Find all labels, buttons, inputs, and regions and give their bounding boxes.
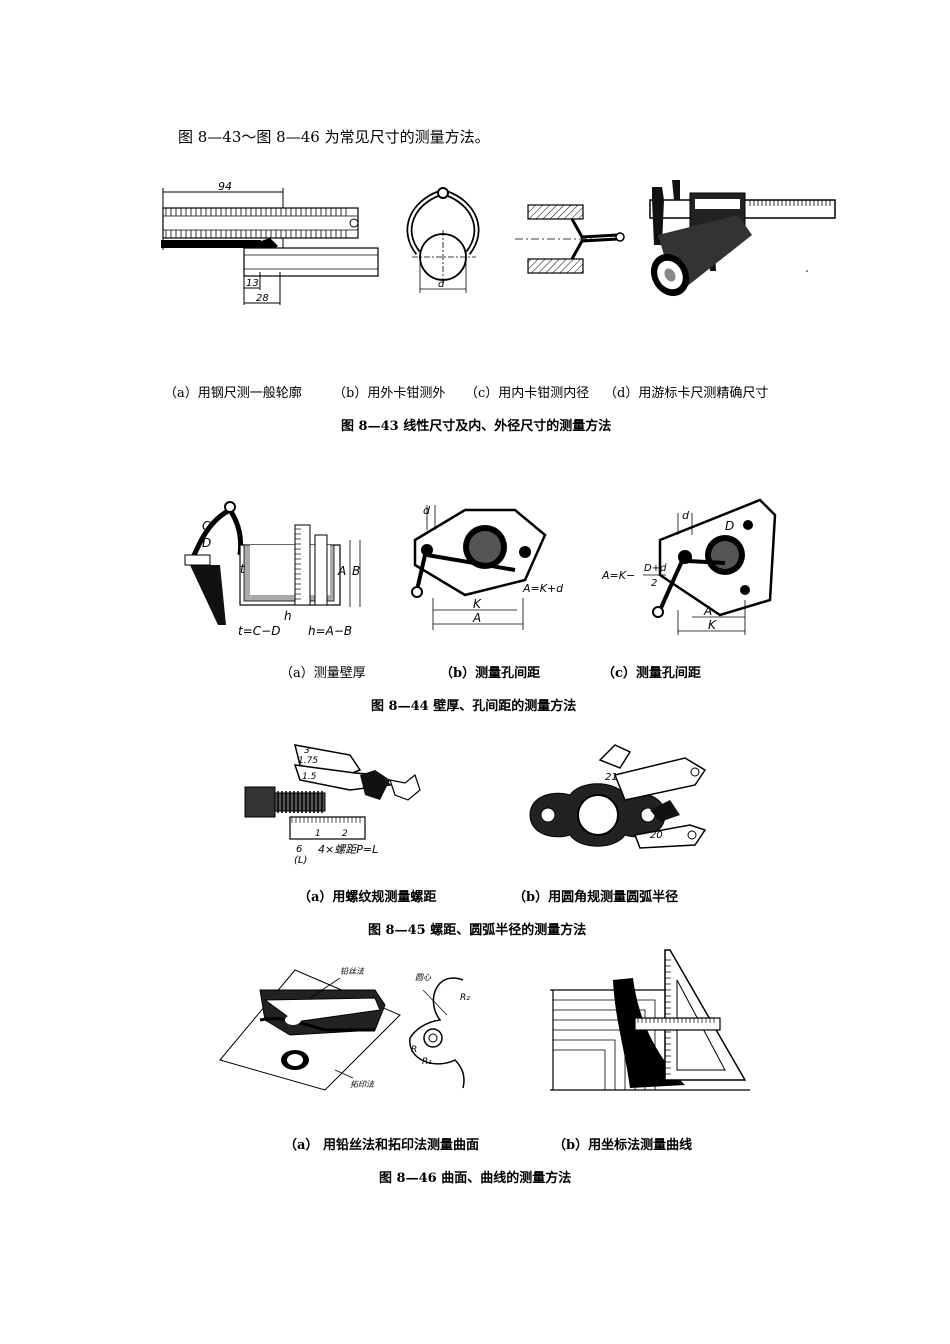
- fig46a-label-R: R: [411, 1045, 417, 1055]
- fig44a-label-h: h: [284, 609, 292, 623]
- fig46-caption: 图 8—46 曲面、曲线的测量方法: [379, 1171, 572, 1186]
- fig45a-label-1: 1: [315, 829, 321, 839]
- fig43a-dim-13: 13: [246, 278, 259, 289]
- fig46-sub-b: （b）用坐标法测量曲线: [553, 1138, 693, 1153]
- fig44c-label-K: K: [708, 618, 717, 632]
- fig45-caption: 图 8—45 螺距、圆弧半径的测量方法: [368, 923, 587, 938]
- fig44c-formula-num: D+d: [644, 563, 667, 574]
- fig44a-label-C: C: [202, 519, 211, 533]
- fig44-sub-b: （b）测量孔间距: [440, 666, 541, 681]
- fig45a-label-15: 1.5: [302, 772, 317, 782]
- fig44c-label-d: d: [682, 509, 690, 522]
- fig46a-lead-wire-rubbing-drawing: 铅丝法 拓印法 圆心 R₂ R R₁: [219, 967, 470, 1091]
- fig43c-inside-caliper-drawing: [515, 204, 625, 274]
- fig44b-label-K: K: [473, 597, 482, 611]
- fig43b-outside-caliper-drawing: d: [406, 187, 480, 293]
- fig44c-hole-distance-drawing: d D A K A=K− D+d 2: [601, 498, 777, 635]
- fig46a-label-tuoyin: 拓印法: [350, 1080, 375, 1089]
- fig45a-label-175: 1.75: [298, 756, 318, 766]
- fig46b-coordinate-method-drawing: [550, 949, 750, 1091]
- fig44b-label-d: d: [423, 504, 431, 517]
- fig45a-thread-gauge-drawing: 3 1.75 1.5 1 2 6 (L) 4×螺距P=L: [244, 744, 421, 866]
- fig43-sub-b: （b）用外卡钳测外: [333, 386, 446, 401]
- fig44c-formula-left: A=K−: [601, 569, 635, 582]
- fig46a-label-yuanxin: 圆心: [415, 973, 432, 982]
- fig43-caption: 图 8—43 线性尺寸及内、外径尺寸的测量方法: [341, 419, 612, 434]
- fig44c-label-D: D: [725, 519, 734, 533]
- fig45-sub-b: （b）用圆角规测量圆弧半径: [513, 890, 679, 905]
- fig44c-label-A: A: [703, 604, 712, 618]
- fig43-sub-c: （c）用内卡钳测内径: [465, 386, 590, 401]
- fig44-caption: 图 8—44 壁厚、孔间距的测量方法: [371, 699, 577, 714]
- fig44-sub-a: （a）测量壁厚: [280, 666, 366, 681]
- fig46a-label-R1: R₁: [422, 1057, 432, 1067]
- fig44b-hole-distance-drawing: d K A A=K+d: [411, 504, 564, 630]
- fig44-sub-c: （c）测量孔间距: [602, 666, 701, 681]
- fig44a-formula-h: h=A−B: [308, 624, 352, 638]
- fig43a-dim-28: 28: [256, 293, 269, 304]
- fig44b-label-A: A: [472, 611, 481, 625]
- fig45a-formula: 4×螺距P=L: [318, 843, 378, 856]
- fig43-sub-d: （d）用游标卡尺测精确尺寸: [604, 386, 769, 401]
- fig46a-label-R2: R₂: [460, 993, 470, 1003]
- fig46-sub-a: （a） 用铅丝法和拓印法测量曲面: [284, 1138, 479, 1153]
- fig43a-ruler-drawing: 94 13 28: [161, 180, 379, 305]
- fig44a-label-B: B: [352, 564, 360, 578]
- fig43-sub-a: （a）用钢尺测一般轮廓: [164, 386, 302, 401]
- fig45b-label-21: 21: [605, 772, 618, 783]
- fig44a-label-D: D: [202, 536, 211, 550]
- fig45-sub-a: （a）用螺纹规测量螺距: [298, 890, 437, 905]
- fig44a-label-A: A: [337, 564, 346, 578]
- intro-text: 图 8—43～图 8—46 为常见尺寸的测量方法。: [178, 128, 490, 146]
- fig45b-radius-gauge-drawing: 21 20: [529, 744, 707, 849]
- fig44a-formula-t: t=C−D: [238, 624, 280, 638]
- fig43a-dim-94: 94: [218, 180, 232, 193]
- fig44a-label-t: t: [240, 562, 246, 576]
- fig45a-label-3: 3: [304, 746, 310, 756]
- fig45a-label-L: (L): [294, 855, 307, 866]
- fig44c-formula-den: 2: [651, 578, 657, 589]
- fig45a-label-2: 2: [342, 829, 348, 839]
- fig44b-formula: A=K+d: [522, 582, 564, 595]
- fig44a-wall-thickness-drawing: C D A B h t t=C−D h=A−B: [184, 501, 361, 638]
- fig45a-label-6: 6: [296, 844, 302, 855]
- fig45b-label-20: 20: [650, 830, 663, 841]
- fig43b-label-d: d: [438, 279, 445, 290]
- fig46a-label-qiansi: 铅丝法: [340, 967, 365, 976]
- fig43d-vernier-caliper-drawing: [649, 180, 836, 297]
